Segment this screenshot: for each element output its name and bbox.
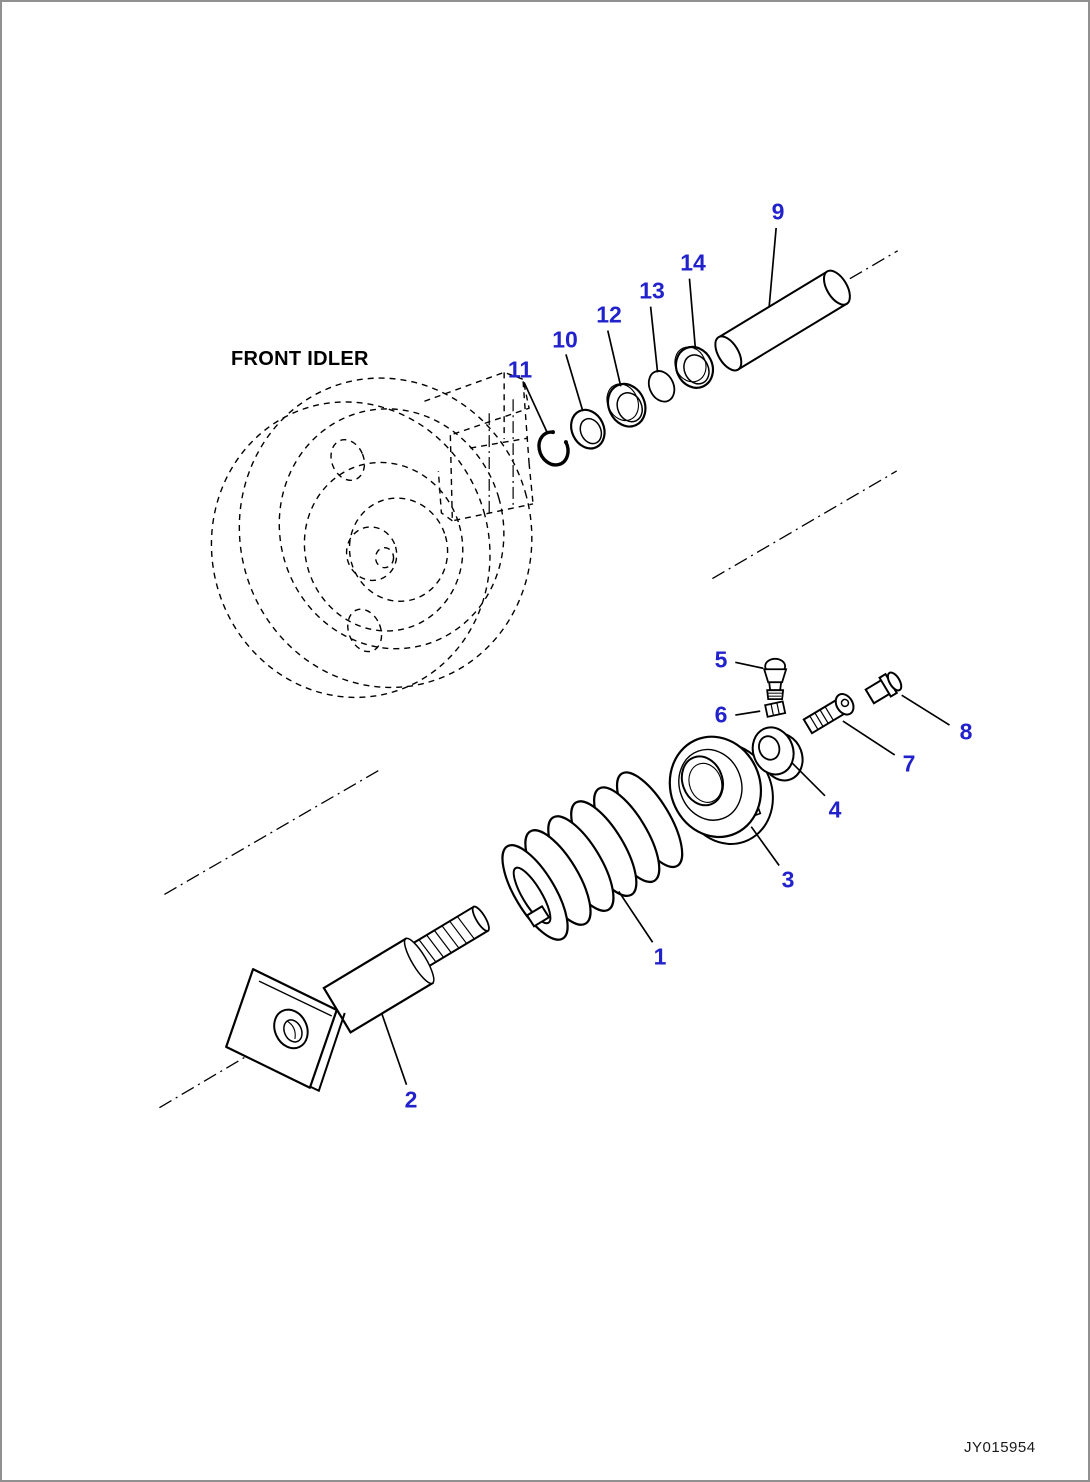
part-nut-6 [764,700,787,718]
part-grease-fitting-5 [762,657,788,701]
callout-2[interactable]: 2 [404,1086,418,1113]
part-seal-12 [606,382,647,428]
part-shim-13 [647,370,676,403]
callout-1[interactable]: 1 [653,943,667,970]
front-idler-wheel-phantom [210,371,534,699]
callout-5[interactable]: 5 [714,646,728,673]
callout-8[interactable]: 8 [959,718,973,745]
drawing-number: JY015954 [964,1439,1036,1456]
part-spring-seat-3 [668,735,774,845]
part-rod-2 [225,905,490,1093]
callout-7[interactable]: 7 [902,750,916,777]
figure-title: FRONT IDLER [231,348,369,370]
axis-centerlines [159,250,899,1109]
callout-3[interactable]: 3 [781,866,795,893]
part-recoil-spring-1 [501,771,684,941]
callout-11[interactable]: 11 [507,356,533,383]
callout-14[interactable]: 14 [680,249,706,276]
callout-10[interactable]: 10 [552,326,578,353]
callout-12[interactable]: 12 [596,301,622,328]
leader-lines [380,227,950,1086]
part-collar-4 [751,726,804,782]
part-seal-10 [570,408,606,450]
part-snap-ring-11 [537,430,570,467]
callout-6[interactable]: 6 [714,701,728,728]
part-ring-14 [674,345,715,389]
part-valve-7 [802,693,855,735]
callout-13[interactable]: 13 [639,277,665,304]
idler-bracket-phantom [424,371,534,522]
part-pin-9 [714,269,851,372]
callout-4[interactable]: 4 [828,796,842,823]
bracket-centerlines [488,399,514,517]
callout-9[interactable]: 9 [771,198,785,225]
part-fitting-8 [864,671,903,705]
